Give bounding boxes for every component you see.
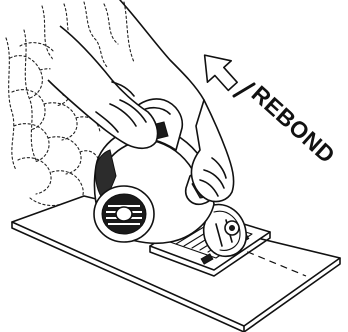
motor-end-cap: [94, 186, 154, 242]
kickback-arrow-icon: [193, 44, 245, 97]
operator-right-arm: [48, 26, 158, 148]
kickback-label: REBOND: [247, 80, 341, 168]
